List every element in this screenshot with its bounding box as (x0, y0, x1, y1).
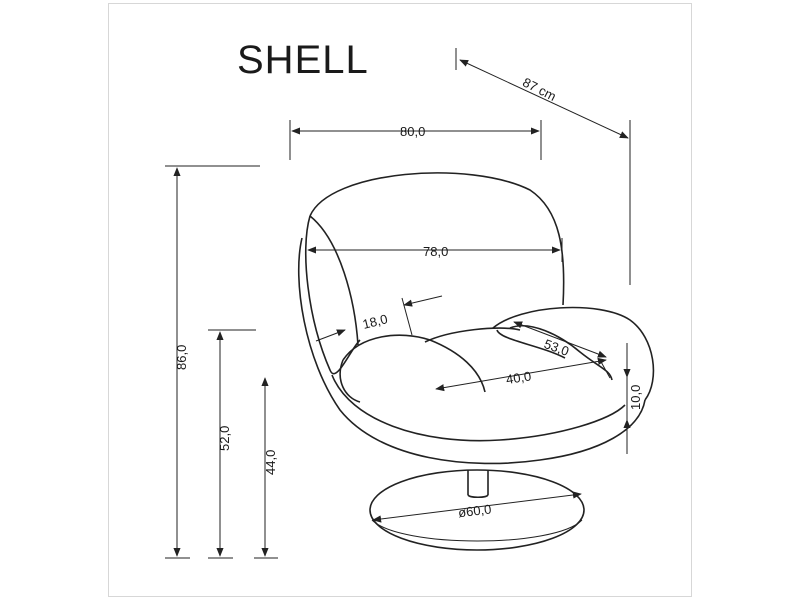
label-seat-depth: 40,0 (505, 368, 532, 387)
dimension-armrest-height: 10,0 (623, 343, 643, 454)
dimension-diagonal-depth: 87 cm (455, 48, 631, 285)
dimension-overall-width: 80,0 (289, 120, 542, 160)
dimension-armrest-top-height: 52,0 (208, 329, 256, 559)
label-armrest-top-height: 52,0 (217, 426, 232, 451)
chair-shell-outline (297, 172, 646, 465)
drawing-frame (108, 3, 692, 597)
dimension-seat-height: 44,0 (254, 377, 278, 559)
dimension-backrest-thickness: 18,0 (315, 295, 443, 342)
dimension-seat-depth: 40,0 (435, 357, 611, 392)
dimension-base-diameter: ø60,0 (372, 491, 582, 523)
dimension-seat-back-width: 78,0 (307, 238, 563, 262)
label-backrest-thickness: 18,0 (361, 311, 389, 332)
label-overall-width: 80,0 (400, 124, 425, 139)
label-diagonal-depth: 87 cm (520, 74, 558, 103)
label-seat-back-width: 78,0 (423, 244, 448, 259)
seat-cushion (339, 327, 521, 403)
label-armrest-height: 10,0 (628, 385, 643, 410)
label-base-diameter: ø60,0 (457, 501, 492, 520)
label-armrest-length: 53,0 (542, 336, 571, 359)
dimension-total-height: 86,0 (165, 165, 260, 559)
product-title: SHELL (237, 38, 369, 82)
label-seat-height: 44,0 (263, 450, 278, 475)
chair-pedestal (467, 470, 489, 499)
label-total-height: 86,0 (174, 345, 189, 370)
chair-base-disc (369, 469, 585, 551)
dimension-armrest-length: 53,0 (513, 321, 607, 359)
